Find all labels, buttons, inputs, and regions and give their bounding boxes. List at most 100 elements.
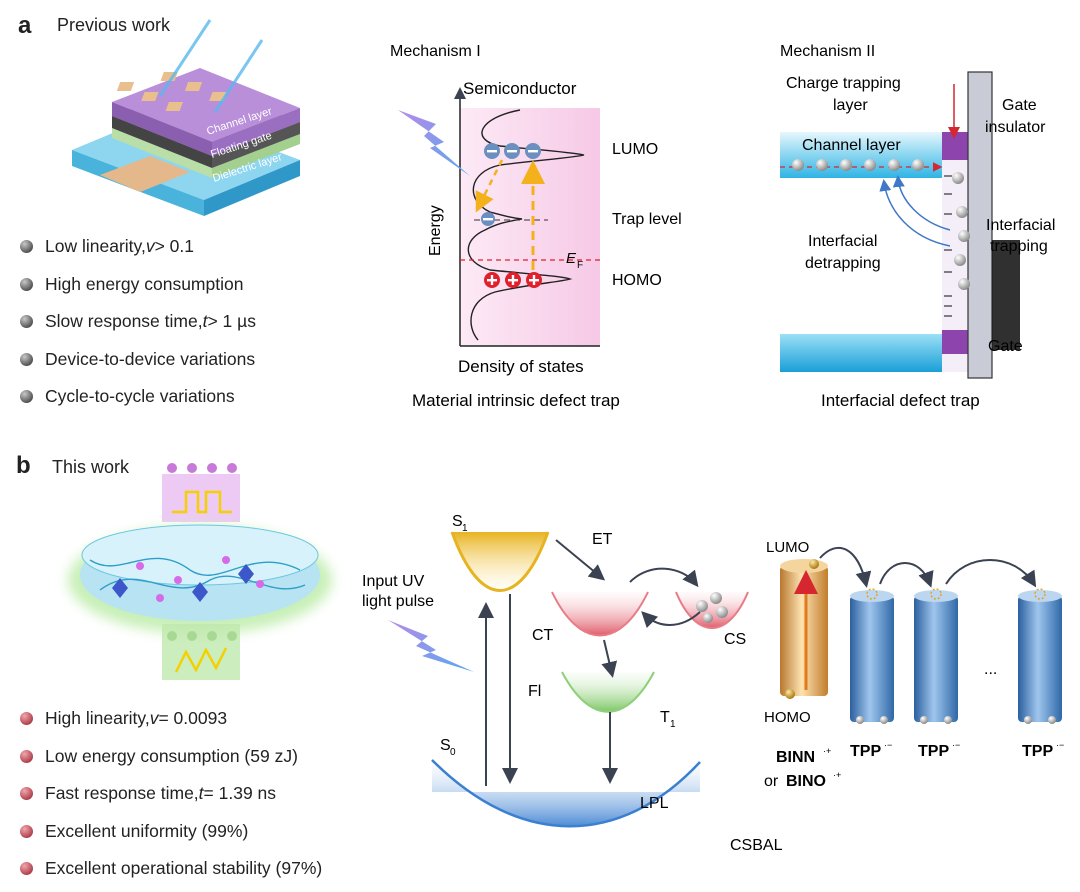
- interface-charges: [952, 172, 970, 290]
- this-work-list: High linearity, v = 0.0093 Low energy co…: [20, 700, 322, 888]
- bino-superscript: ·+: [833, 770, 841, 780]
- hop-arrow-3: [945, 559, 1037, 588]
- ct-label: CT: [532, 627, 554, 644]
- s0-label: S: [440, 737, 451, 754]
- bullet-icon: [20, 824, 33, 838]
- electron-transfer-arrow: [555, 539, 606, 581]
- charge-separation-arrow: [629, 567, 699, 588]
- trapping-arrow: [475, 159, 504, 213]
- trap-layer-top: [942, 132, 968, 160]
- interfacial-detrapping-label-2: detrapping: [805, 255, 881, 272]
- tpp-column: [850, 588, 894, 724]
- tpp-column: [1018, 588, 1062, 724]
- charge-trapping-label-2: layer: [833, 97, 868, 114]
- isc-arrow: [601, 639, 618, 678]
- bullet-icon: [20, 277, 33, 291]
- channel-layer-label: Channel layer: [802, 137, 901, 154]
- fl-label: Fl: [528, 683, 541, 700]
- ct-curve: [551, 591, 649, 637]
- input-uv-label-1: Input UV: [362, 573, 425, 590]
- binn-column: [780, 566, 828, 696]
- t1-label: T: [660, 709, 670, 726]
- binn-bottom-charge: [785, 689, 795, 699]
- binn-superscript: ·+: [823, 746, 831, 756]
- interfacial-trapping-label-1: Interfacial: [986, 217, 1055, 234]
- homo-holes: [484, 272, 542, 288]
- list-item: Low energy consumption (59 zJ): [20, 738, 322, 776]
- mechanism-2-heading: Mechanism II: [780, 43, 875, 60]
- semiconductor-label: Semiconductor: [463, 79, 577, 98]
- panel-a-title: Previous work: [57, 15, 171, 35]
- list-item: Fast response time, t = 1.39 ns: [20, 775, 322, 813]
- tpp-column: [914, 588, 958, 724]
- list-item: Slow response time, t > 1 µs: [20, 303, 256, 341]
- charge-storage-columns: LUMO HOMO ...: [764, 539, 1062, 726]
- charge-recombination-arrow: [641, 611, 701, 629]
- bullet-icon: [20, 390, 33, 404]
- tpp-label-3: TPP: [1022, 743, 1053, 760]
- ellipsis-label: ...: [984, 661, 997, 678]
- gate-insulator-block: [967, 71, 993, 379]
- bullet-icon: [20, 787, 33, 801]
- bullet-icon: [20, 352, 33, 366]
- s1-label: S: [452, 513, 463, 530]
- detrapping-arrow-2: [879, 179, 951, 247]
- s0-curve: [431, 759, 701, 828]
- mechanism-1-caption: Material intrinsic defect trap: [412, 391, 620, 410]
- bullet-icon: [20, 315, 33, 329]
- lumo-label: LUMO: [612, 141, 658, 158]
- energy-axis-label: Energy: [427, 205, 444, 256]
- fermi-level-label: E: [566, 250, 577, 267]
- panel-b-letter: b: [16, 452, 31, 479]
- cs-charges: [696, 592, 728, 623]
- energy-level-diagram: Input UV light pulse S 1 CT CS T 1 S 0 L…: [362, 513, 749, 828]
- mechanism-1-heading: Mechanism I: [390, 43, 481, 60]
- list-item: Cycle-to-cycle variations: [20, 378, 256, 416]
- fermi-level-subscript: F: [577, 260, 583, 271]
- gate-electrode: [992, 240, 1020, 350]
- bino-label: BINO: [786, 773, 826, 790]
- floating-gate-device-illustration: [72, 19, 300, 216]
- list-item: High energy consumption: [20, 266, 256, 304]
- interface-traps: [944, 175, 952, 317]
- s0-subscript: 0: [450, 747, 456, 758]
- binn-top-charge: [809, 559, 819, 569]
- mechanism-2-caption: Interfacial defect trap: [821, 391, 980, 410]
- input-uv-label-2: light pulse: [362, 593, 434, 610]
- lumo-electrons: [484, 143, 541, 159]
- interfacial-detrapping-label-1: Interfacial: [808, 233, 877, 250]
- hop-arrow-2: [879, 562, 934, 588]
- hop-arrow-1: [819, 546, 872, 588]
- trapped-electron: [481, 212, 495, 226]
- panel-a-letter: a: [18, 12, 32, 39]
- csbal-label: CSBAL: [730, 837, 783, 854]
- s1-curve: [450, 531, 550, 592]
- mechanism-1-diagram: Mechanism I Semiconductor Energy Density…: [390, 43, 682, 410]
- tpp-superscript-2: ·−: [952, 740, 960, 750]
- channel-charges: [792, 159, 924, 171]
- ct-well: [552, 592, 648, 636]
- list-item: Excellent uniformity (99%): [20, 813, 322, 851]
- s0-well: [432, 760, 700, 827]
- bullet-icon: [20, 240, 33, 254]
- gate-insulator-label-2: insulator: [985, 119, 1046, 136]
- detrapping-arrow-1: [892, 175, 951, 231]
- binn-homo-label: HOMO: [764, 709, 811, 726]
- panel-b-title: This work: [52, 457, 130, 477]
- trap-level-label: Trap level: [612, 211, 682, 228]
- or-label: or: [764, 773, 779, 790]
- tpp-superscript-3: ·−: [1056, 740, 1064, 750]
- t1-subscript: 1: [670, 719, 676, 730]
- s1-subscript: 1: [462, 523, 468, 534]
- lpl-label: LPL: [640, 795, 669, 812]
- previous-work-list: Low linearity, v > 0.1 High energy consu…: [20, 228, 256, 416]
- cs-label: CS: [724, 631, 746, 648]
- tpp-superscript-1: ·−: [884, 740, 892, 750]
- light-bolt-icon: [398, 110, 470, 176]
- tpp-label-2: TPP: [918, 743, 949, 760]
- dos-axis-label: Density of states: [458, 357, 584, 376]
- trap-layer-bottom: [942, 330, 968, 354]
- csbal-device-illustration: [68, 463, 332, 680]
- cs-curve: [675, 591, 749, 629]
